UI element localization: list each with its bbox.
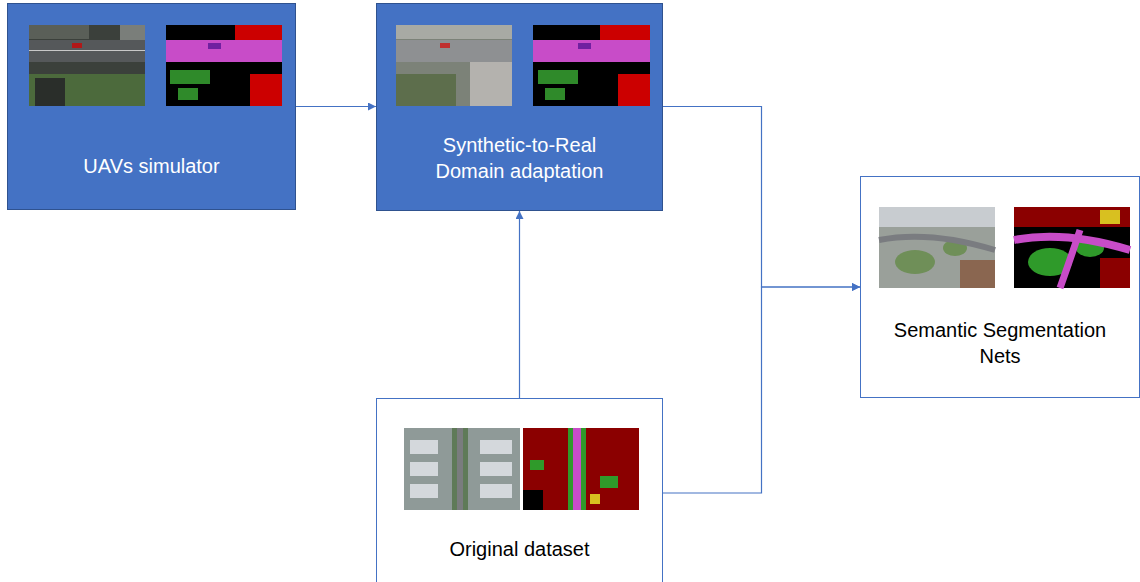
adapted-photo-part [396,74,456,106]
adapted-photo-part [396,25,512,106]
adapted-photo-part [470,62,512,106]
output-box: Semantic Segmentation Nets [860,176,1140,398]
output-mask-part [1014,207,1130,227]
node-label: Semantic Segmentation Nets [880,317,1120,369]
sim-photo-part [72,43,82,48]
sim-photo-part [29,25,145,106]
output-mask [1014,207,1130,288]
adapted-mask-part [545,88,565,100]
adapted-photo-part [396,25,512,39]
dataset-mask-part [523,490,543,510]
output-photo-part [943,240,967,256]
dataset-mask-part [523,428,639,510]
output-mask-part [1076,239,1104,257]
dataset-mask [523,428,639,510]
sim-photo [29,25,145,106]
sim-mask-part [250,74,282,106]
sim-photo-part [120,25,145,40]
output-photo-part [879,207,995,227]
output-photo-part [895,250,935,274]
dataset-photo-part [410,484,438,498]
dataset-mask-part [600,476,618,488]
dataset-photo-part [410,462,438,476]
dataset-photo-part [480,462,512,476]
dataset-photo-part [404,428,520,510]
flow-arrow [519,211,520,398]
sim-mask-part [170,70,210,84]
sim-photo-part [35,78,65,106]
adapted-photo-part [440,43,450,48]
output-photo-part [960,260,995,288]
sim-photo-part [29,50,145,51]
adapted-mask [533,25,650,106]
flow-arrow [296,106,376,107]
output-mask-part [1100,210,1120,224]
adapted-mask-part [533,25,650,106]
adapted-mask-part [578,43,591,49]
process-box: Synthetic-to-Real Domain adaptation [376,3,663,211]
adapted-mask-part [538,70,578,84]
dataset-photo-part [452,428,468,510]
adapted-photo-part [396,40,512,62]
dataset-photo [404,428,520,510]
dataset-mask-part [530,460,544,470]
output-mask-part [1060,230,1080,288]
sim-photo-part [29,40,145,62]
dataset-mask-part [568,428,586,510]
sim-mask [166,25,282,106]
sim-mask-part [178,88,198,100]
output-photo [879,207,995,288]
adapted-mask-part [618,74,650,106]
flow-arrow [663,287,860,493]
sim-photo-part [29,25,89,39]
dataset-mask-part [590,494,600,504]
sim-mask-part [166,40,282,62]
dataset-mask-part [573,428,581,510]
adapted-mask-part [533,40,650,62]
output-mask-part [1100,258,1130,288]
adapted-photo [396,25,512,106]
dataset-box: Original dataset [376,398,663,582]
sim-mask-part [235,25,282,40]
flow-arrow [663,107,860,288]
process-box: UAVs simulator [7,3,296,210]
dataset-photo-part [480,484,512,498]
node-label: Original dataset [400,536,640,562]
sim-photo-part [29,74,145,106]
dataset-photo-part [410,440,438,454]
output-mask-part [1014,207,1130,288]
adapted-mask-part [600,25,650,40]
dataset-photo-part [480,440,512,454]
sim-mask-part [166,25,282,106]
output-mask-part [1028,248,1072,276]
output-photo-part [879,237,995,250]
output-photo-part [879,207,995,288]
output-mask-part [1014,237,1130,250]
node-label: UAVs simulator [32,153,272,179]
dataset-photo-part [457,428,463,510]
node-label: Synthetic-to-Real Domain adaptation [415,132,625,184]
sim-mask-part [208,43,221,49]
